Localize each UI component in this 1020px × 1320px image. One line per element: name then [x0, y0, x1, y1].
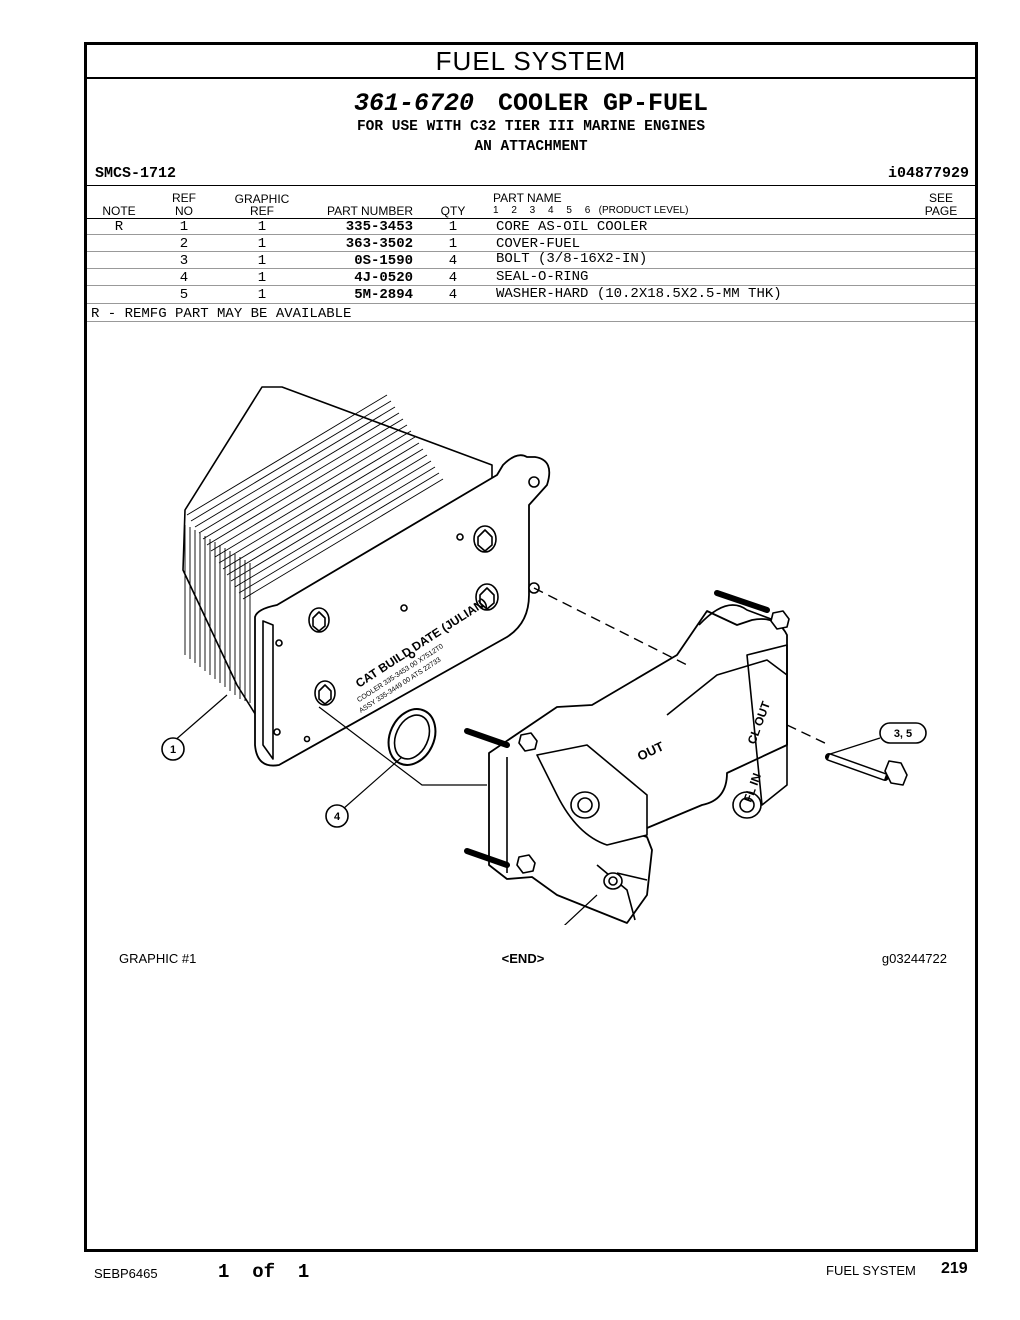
smcs-code: SMCS-1712 — [95, 165, 177, 182]
graphic-caption: GRAPHIC #1 — [119, 951, 197, 966]
row-rule — [87, 285, 975, 286]
group-heading: 361-6720 COOLER GP-FUEL — [87, 89, 975, 118]
leader-line-4 — [342, 756, 403, 810]
callout-circle-1 — [161, 737, 185, 761]
row1-ref: 1 — [179, 219, 189, 235]
callout-3-5: 3, 5 — [894, 728, 912, 740]
end-marker: <END> — [501, 951, 545, 966]
row-rule — [87, 303, 975, 304]
callout-circle-4 — [325, 804, 349, 828]
section-title: FUEL SYSTEM — [87, 45, 975, 79]
footer-section: FUEL SYSTEM — [826, 1263, 916, 1278]
row3-graphic: 1 — [257, 253, 267, 269]
row1-note: R — [114, 219, 124, 235]
row-rule — [87, 268, 975, 269]
col-see-top: SEE — [928, 191, 953, 205]
oil-cooler-core: CAT BUILD DATE (JULIAN) COOLER 335-3453 … — [182, 386, 551, 767]
row5-part-number: 5M-2894 — [354, 287, 413, 303]
fuel-cover: OUT CL OUT FL IN — [464, 590, 790, 924]
leader-oring-path — [318, 706, 487, 786]
row2-qty: 1 — [448, 236, 458, 252]
col-graphic-bottom: REF — [250, 204, 274, 218]
row4-graphic: 1 — [257, 270, 267, 286]
col-qty: QTY — [440, 204, 466, 218]
assembly-line — [533, 587, 688, 666]
row5-part-name: WASHER-HARD (10.2X18.5X2.5-MM THK) — [496, 286, 782, 302]
remfg-footnote: R - REMFG PART MAY BE AVAILABLE — [91, 306, 352, 322]
footer-page-of: 1 of 1 — [218, 1261, 310, 1283]
row1-part-name: CORE AS-OIL COOLER — [496, 219, 648, 235]
leader-line-3-5 — [826, 737, 881, 756]
group-number: 361-6720 — [353, 89, 474, 118]
row3-ref: 3 — [179, 253, 189, 269]
col-ref-top: REF — [172, 191, 196, 205]
subtitle-attachment: AN ATTACHMENT — [474, 139, 588, 155]
row2-part-name: COVER-FUEL — [496, 236, 581, 252]
row4-ref: 4 — [179, 270, 189, 286]
callout-box-3-5 — [879, 722, 927, 744]
row4-part-number: 4J-0520 — [354, 270, 413, 286]
header-rule — [87, 218, 975, 219]
row5-graphic: 1 — [257, 287, 267, 303]
page-frame: FUEL SYSTEM 361-6720 COOLER GP-FUEL FOR U… — [84, 42, 978, 1252]
callout-1: 1 — [170, 744, 176, 756]
col-product-level: 1 2 3 4 5 6 (PRODUCT LEVEL) — [493, 203, 688, 217]
table-top-rule — [87, 185, 975, 186]
document-id: i04877929 — [887, 165, 969, 182]
subtitle-usage: FOR USE WITH C32 TIER III MARINE ENGINES — [356, 119, 706, 135]
footer-page-number: 219 — [941, 1260, 968, 1277]
footer-doc-number: SEBP6465 — [94, 1266, 158, 1281]
leader-line-1 — [172, 694, 228, 743]
col-part-name: PART NAME — [493, 191, 562, 205]
leader-line-2 — [563, 894, 598, 925]
col-see-bottom: PAGE — [924, 204, 958, 218]
row3-qty: 4 — [448, 253, 458, 269]
footnote-rule — [87, 321, 975, 322]
row3-part-number: 0S-1590 — [354, 253, 413, 269]
group-name: COOLER GP-FUEL — [497, 89, 709, 118]
row3-part-name: BOLT (3/8-16X2-IN) — [496, 251, 648, 267]
row-rule — [87, 251, 975, 252]
row1-graphic: 1 — [257, 219, 267, 235]
exploded-view-illustration: CAT BUILD DATE (JULIAN) COOLER 335-3453 … — [161, 386, 927, 925]
col-part-number: PART NUMBER — [326, 204, 413, 218]
row1-qty: 1 — [448, 219, 458, 235]
row2-part-number: 363-3502 — [345, 236, 413, 252]
callout-4: 4 — [334, 811, 341, 823]
bolt-and-washer — [825, 753, 908, 786]
col-graphic-top: GRAPHIC — [234, 192, 290, 206]
row2-graphic: 1 — [257, 236, 267, 252]
row1-part-number: 335-3453 — [345, 219, 413, 235]
row5-ref: 5 — [179, 287, 189, 303]
row5-qty: 4 — [448, 287, 458, 303]
col-ref-bottom: NO — [175, 204, 193, 218]
row-rule — [87, 234, 975, 235]
row4-qty: 4 — [448, 270, 458, 286]
row4-part-name: SEAL-O-RING — [496, 269, 589, 285]
assembly-line — [786, 724, 830, 746]
graphic-id: g03244722 — [881, 951, 947, 966]
product-level-label: (PRODUCT LEVEL) — [598, 205, 689, 216]
col-note: NOTE — [102, 204, 136, 218]
o-ring-seal — [387, 708, 437, 766]
row2-ref: 2 — [179, 236, 189, 252]
level-numbers: 1 2 3 4 5 6 — [493, 205, 596, 216]
